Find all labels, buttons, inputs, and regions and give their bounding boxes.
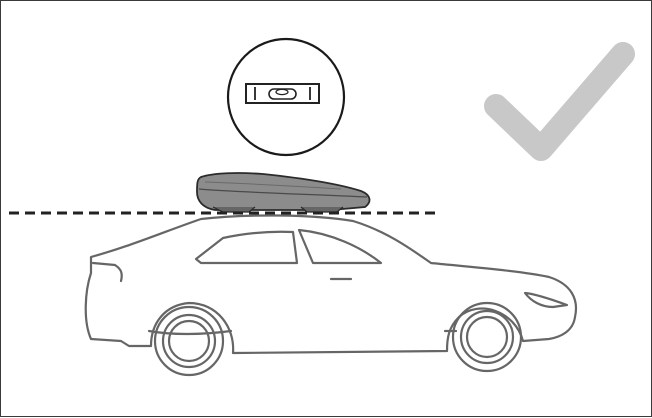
car-icon [86, 215, 576, 375]
roof-box-icon [197, 173, 370, 212]
checkmark-icon [496, 54, 623, 149]
spirit-level-icon [228, 39, 344, 155]
